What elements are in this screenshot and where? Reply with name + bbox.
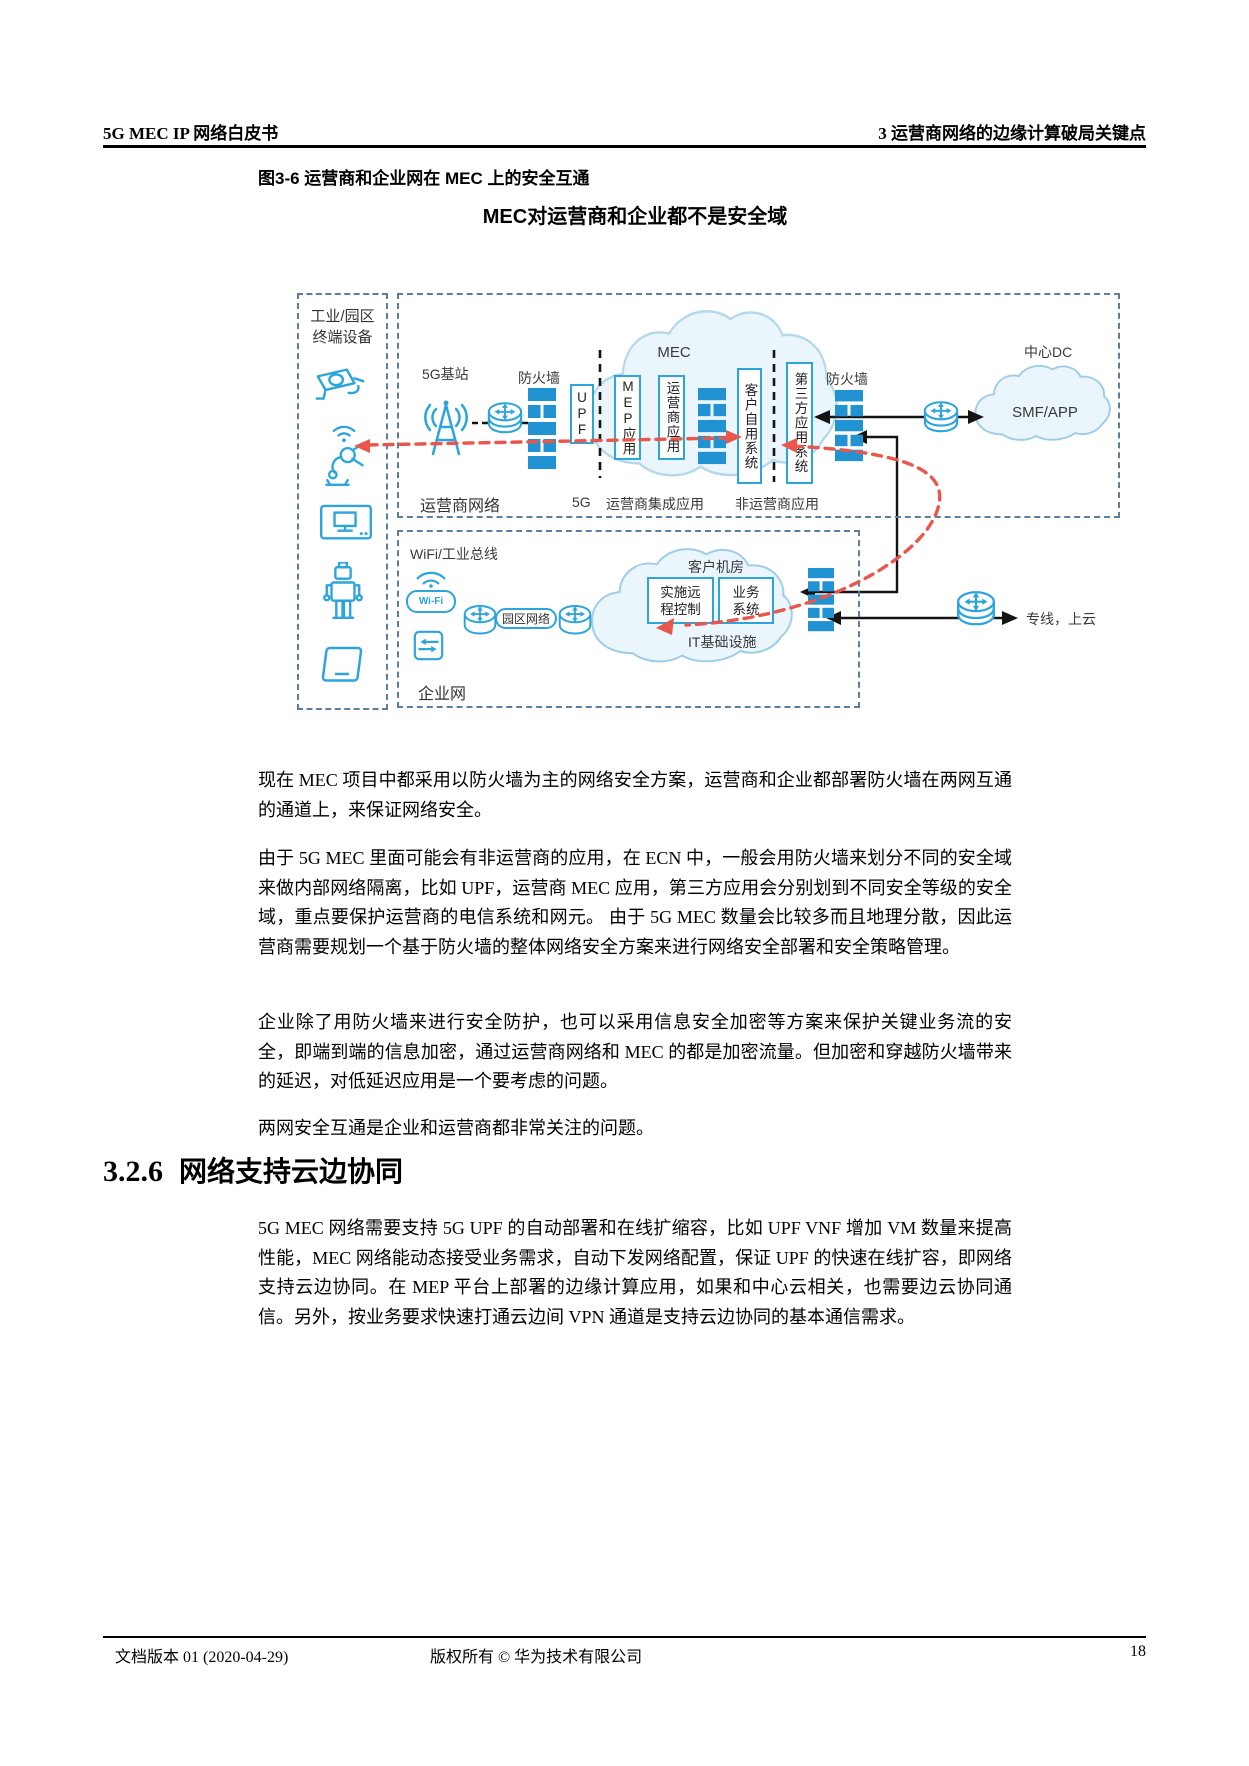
footer-rule	[103, 1636, 1146, 1638]
operator-network-label: 运营商网络	[420, 498, 501, 515]
body-paragraph: 现在 MEC 项目中都采用以防火墙为主的网络安全方案，运营商和企业都部署防火墙在…	[258, 770, 1012, 820]
wifi-badge: Wi-Fi	[406, 590, 456, 613]
router-icon	[462, 603, 498, 636]
footer-copyright: 版权所有 © 华为技术有限公司	[430, 1649, 643, 1666]
firewall-icon	[698, 388, 726, 465]
figure-caption: 图3-6 运营商和企业网在 MEC 上的安全互通	[258, 169, 590, 188]
robot-arm-icon	[318, 422, 370, 490]
leased-line-label: 专线，上云	[1026, 611, 1096, 627]
smf-app-label: SMF/APP	[1012, 404, 1078, 421]
third-party-system-box: 第三方应用系统	[786, 362, 813, 484]
wifi-bus-label: WiFi/工业总线	[410, 546, 498, 562]
enterprise-network-label: 企业网	[418, 686, 467, 703]
footer-page-number: 18	[1130, 1643, 1146, 1660]
campus-network-label: 园区网络	[495, 608, 557, 629]
upf-box: UPF	[570, 384, 594, 444]
operator-app-box: 运营商应用	[658, 375, 685, 460]
section-heading: 3.2.6 网络支持云边协同	[103, 1150, 403, 1190]
figure-diagram: 工业/园区 终端设备	[260, 256, 1130, 718]
firewall-icon	[808, 568, 834, 632]
operator-integrated-apps-label: 运营商集成应用	[606, 496, 704, 512]
header-left: 5G MEC IP 网络白皮书	[103, 124, 279, 143]
mec-label: MEC	[657, 344, 691, 361]
body-paragraph: 5G MEC 网络需要支持 5G UPF 的自动部署和在线扩缩容，比如 UPF …	[258, 1218, 1012, 1327]
section-number: 3.2.6	[103, 1155, 163, 1188]
header-right: 3 运营商网络的边缘计算破局关键点	[878, 124, 1146, 143]
router-icon	[486, 400, 524, 435]
business-system-box: 业务 系统	[718, 577, 774, 624]
section-title: 网络支持云边协同	[179, 1156, 404, 1187]
it-infrastructure-label: IT基础设施	[688, 634, 757, 650]
footer-version: 文档版本 01 (2020-04-29)	[115, 1649, 289, 1666]
cctv-camera-icon	[312, 366, 368, 408]
body-paragraph: 由于 5G MEC 里面可能会有非运营商的应用，在 ECN 中，一般会用防火墙来…	[258, 848, 1012, 957]
customer-self-system-box: 客户自用系统	[737, 368, 762, 484]
header-rule	[103, 145, 1146, 148]
non-operator-apps-label: 非运营商应用	[735, 496, 819, 512]
center-dc-label: 中心DC	[1024, 344, 1073, 360]
figure-title: MEC对运营商和企业都不是安全域	[482, 206, 788, 228]
router-icon	[955, 589, 997, 627]
remote-control-box: 实施远 程控制	[647, 577, 714, 624]
gnb-label: 5G基站	[422, 366, 469, 382]
machine-panel-icon	[318, 504, 374, 546]
robot-icon	[322, 562, 364, 624]
switch-icon	[413, 630, 444, 661]
router-icon	[922, 399, 960, 434]
firewall-icon	[528, 388, 556, 470]
firewall-icon	[835, 390, 863, 462]
firewall-label-right: 防火墙	[826, 371, 868, 387]
terminal-devices-box	[297, 293, 388, 710]
tablet-icon	[320, 644, 366, 686]
body-paragraph: 企业除了用防火墙来进行安全防护，也可以采用信息安全加密等方案来保护关键业务流的安…	[258, 1012, 1012, 1091]
firewall-label-left: 防火墙	[518, 370, 560, 386]
five-g-label: 5G	[572, 494, 591, 510]
router-icon	[557, 603, 593, 636]
body-paragraph: 两网安全互通是企业和运营商都非常关注的问题。	[258, 1118, 654, 1138]
antenna-icon	[418, 396, 474, 460]
wifi-icon: Wi-Fi	[406, 568, 456, 613]
customer-room-label: 客户机房	[688, 559, 744, 575]
terminal-box-label: 工业/园区 终端设备	[310, 308, 375, 346]
mep-app-box: MEP应用	[614, 375, 641, 460]
